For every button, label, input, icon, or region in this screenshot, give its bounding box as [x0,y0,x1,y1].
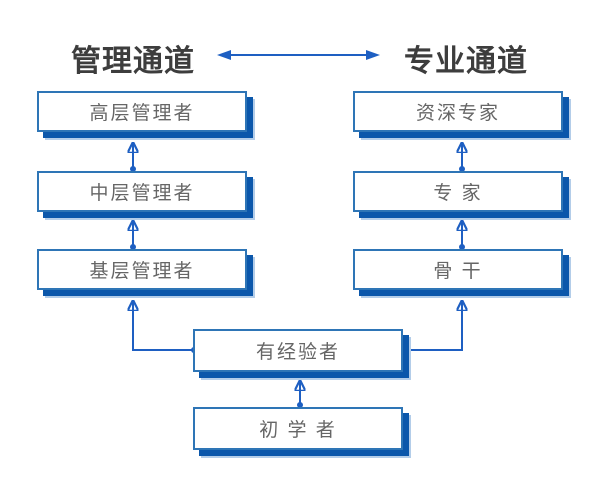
node-expert: 专 家 [353,171,563,212]
node-experienced: 有经验者 [193,329,403,372]
node-top-manager: 高层管理者 [37,91,247,132]
arrow-beginner-to-experienced-icon [297,381,303,408]
double-arrow-icon [217,50,380,60]
node-senior-expert: 资深专家 [353,91,563,132]
arrow-middle-to-top-manager-icon [130,143,136,172]
node-beginner: 初 学 者 [193,407,403,450]
arrow-first-line-to-middle-manager-icon [130,221,136,250]
elbow-experienced-to-backbone-icon [405,301,462,353]
professional-channel-title: 专业通道 [404,45,528,78]
node-first-line-manager: 基层管理者 [37,249,247,290]
node-backbone: 骨 干 [353,249,563,290]
node-middle-manager: 中层管理者 [37,171,247,212]
arrow-expert-to-senior-expert-icon [459,143,465,172]
arrow-backbone-to-expert-icon [459,221,465,250]
elbow-experienced-to-first-line-manager-icon [133,301,197,353]
management-channel-title: 管理通道 [71,45,195,78]
